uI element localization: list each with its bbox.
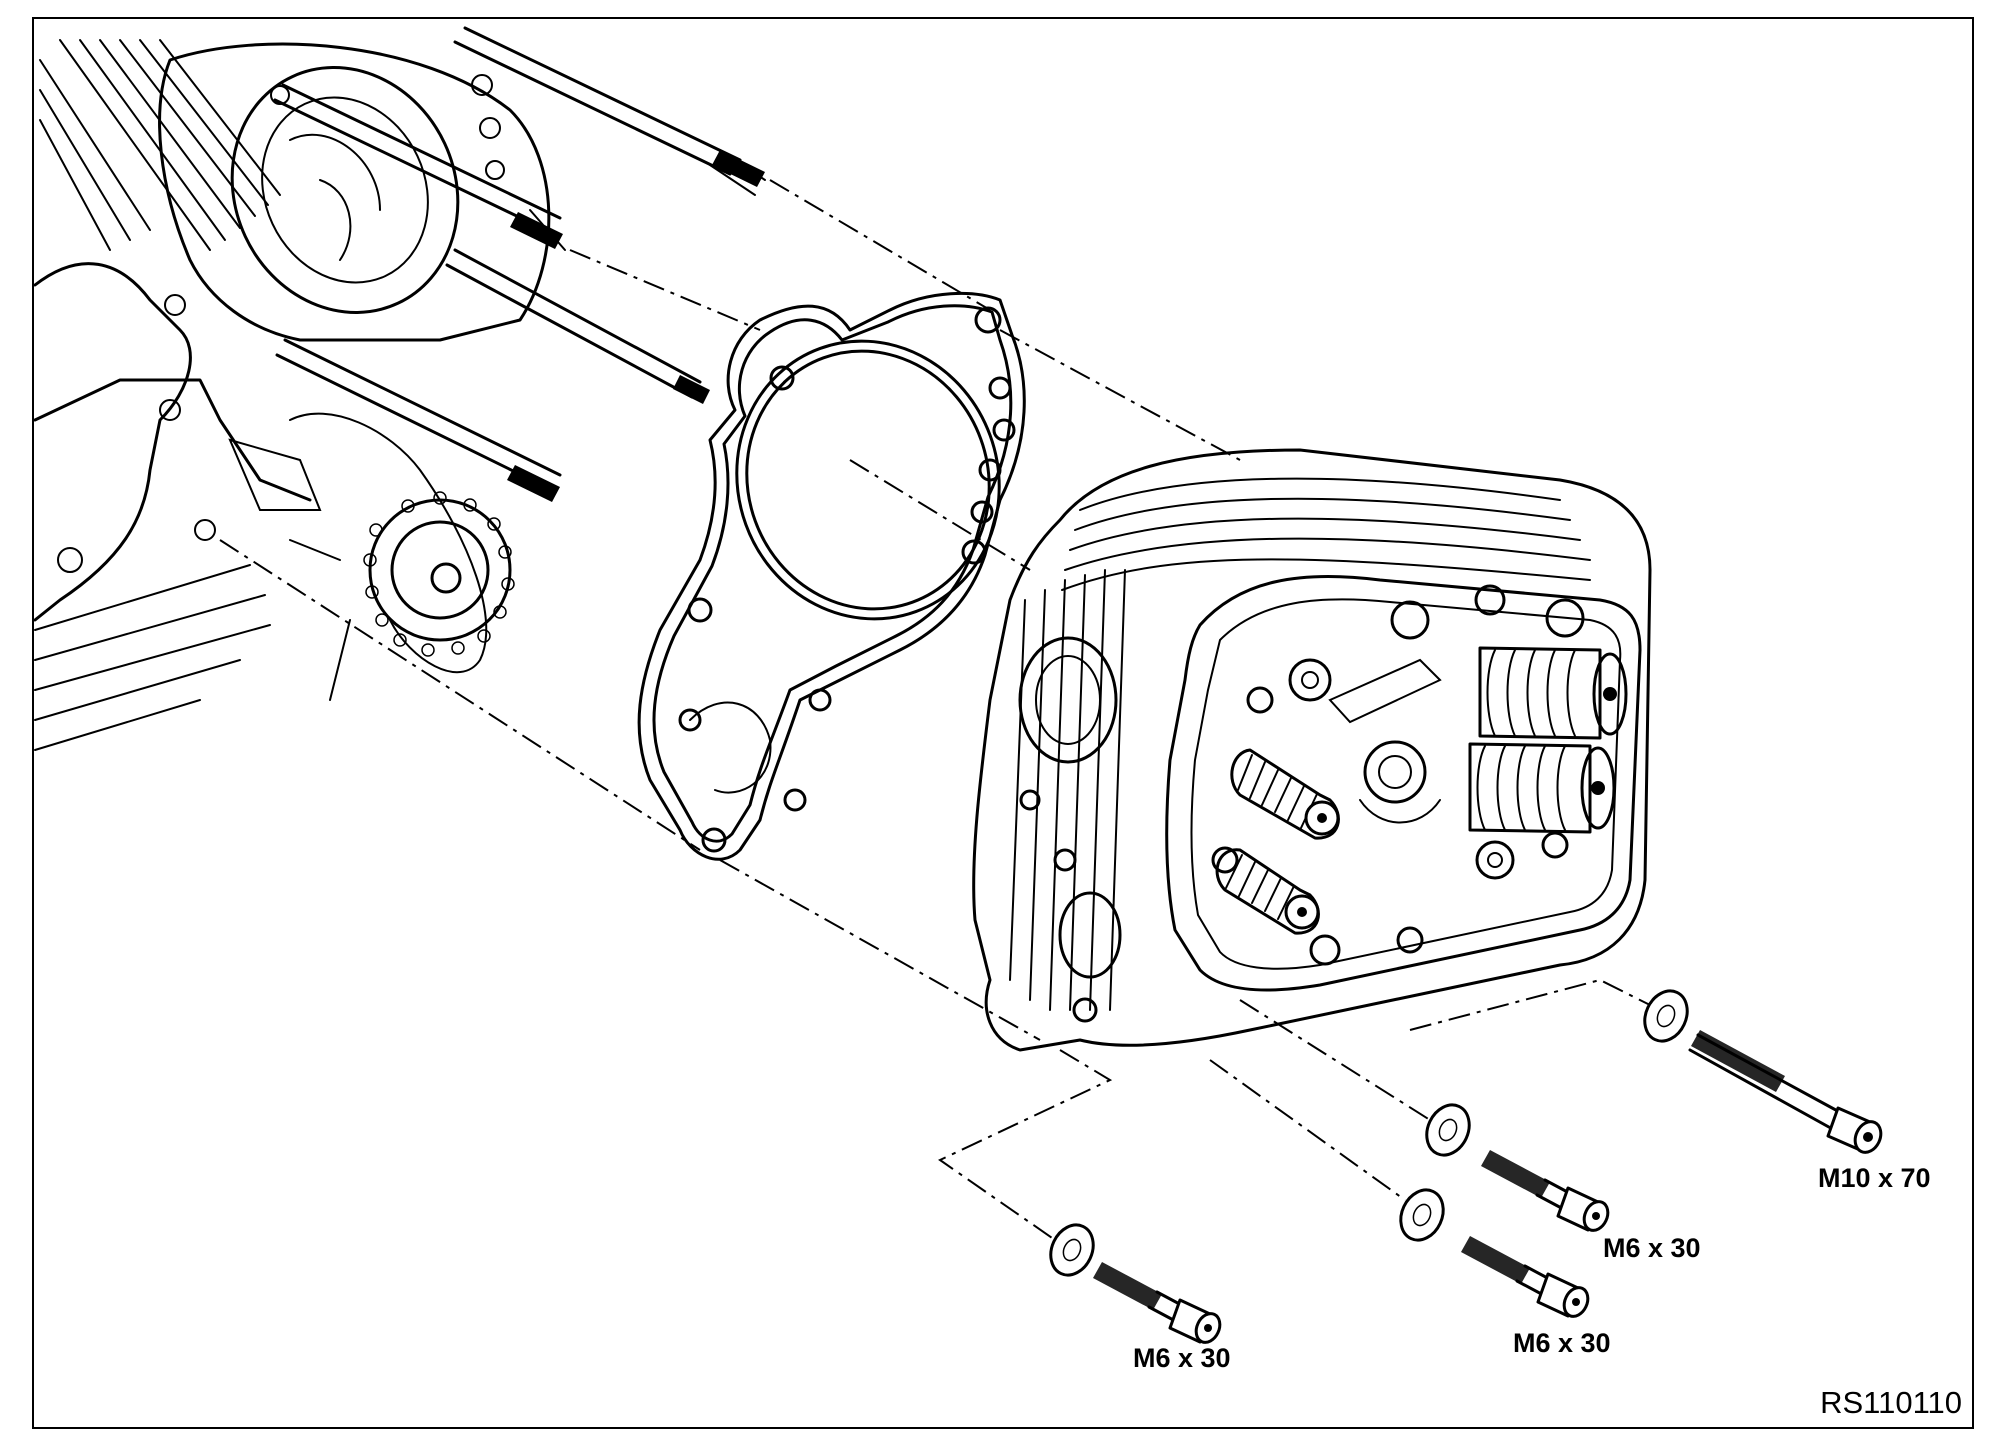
washers [1049, 989, 1689, 1277]
bolts [1093, 1030, 1883, 1344]
bolt-m6x30-left [1093, 1262, 1222, 1344]
pushrod-tubes [1215, 748, 1340, 935]
cylinder-head [972, 448, 1652, 1052]
label-m6x30-left: M6 x 30 [1133, 1343, 1231, 1373]
bolt-m6x30-upper [1481, 1150, 1610, 1232]
bolt-m6x30-lower [1461, 1236, 1590, 1318]
bolt-m10x70 [1688, 1030, 1883, 1154]
drawing-frame [32, 17, 1974, 1429]
reference-number: RS110110 [1820, 1385, 1962, 1420]
label-m6x30-upper: M6 x 30 [1603, 1233, 1701, 1263]
cylinder-studs [273, 26, 766, 502]
label-m6x30-lower: M6 x 30 [1513, 1328, 1611, 1358]
valve-springs-upper [1478, 646, 1628, 740]
timing-chain-sprocket [289, 412, 515, 701]
label-m10x70: M10 x 70 [1818, 1163, 1931, 1193]
assembly-lines [219, 179, 1651, 1241]
valve-springs-lower [1468, 742, 1616, 834]
engine-block [33, 39, 551, 751]
head-gasket [637, 292, 1026, 861]
